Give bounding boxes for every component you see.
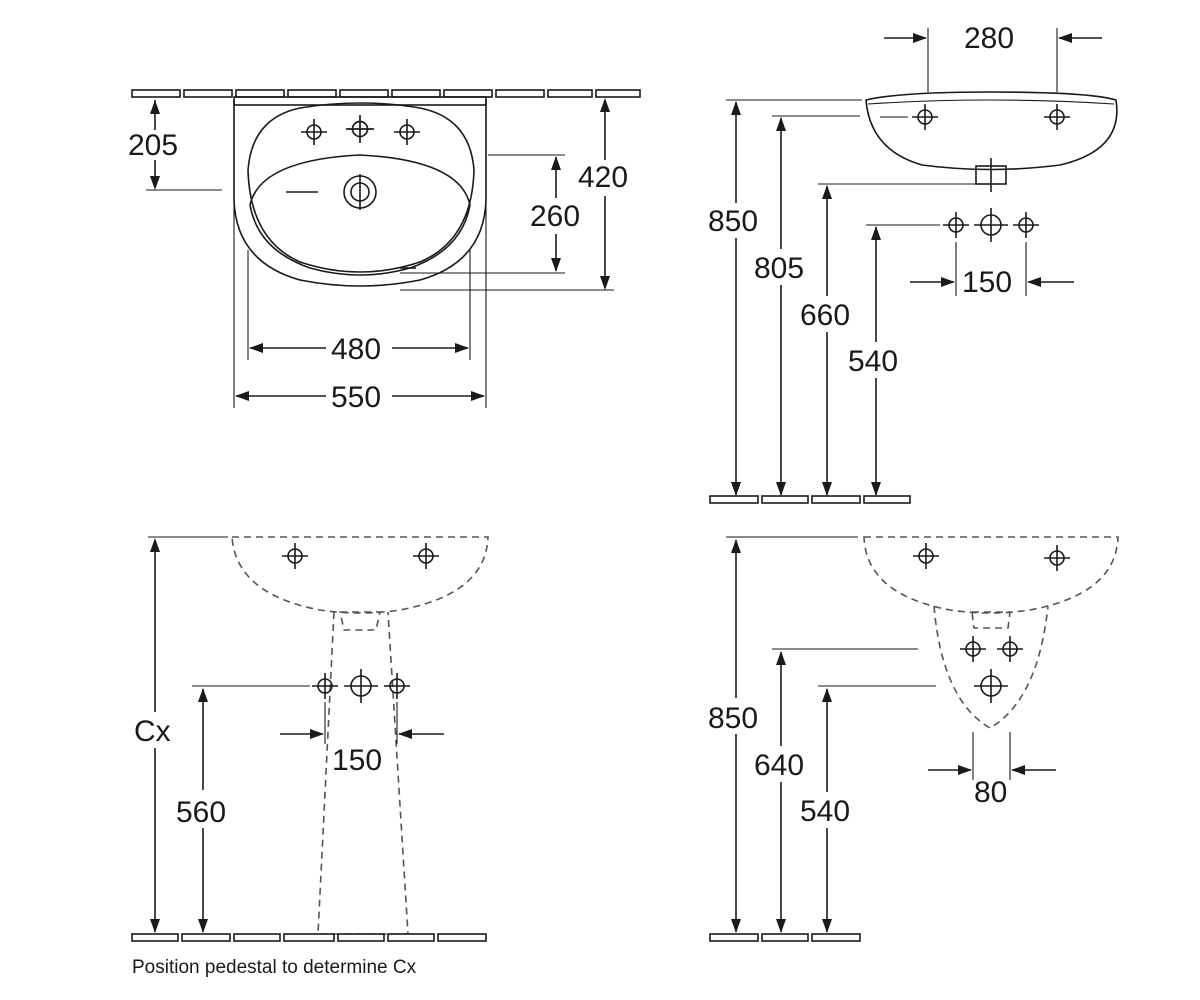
side-view: 280 150 850 805 660 bbox=[708, 22, 1118, 504]
tap-hole-icon bbox=[345, 114, 375, 144]
dim-supply-height: 540 bbox=[848, 345, 898, 378]
dim-rim-height: 850 bbox=[708, 205, 758, 238]
floor-strip-semi bbox=[709, 933, 861, 942]
tap-hole-icon bbox=[412, 542, 440, 570]
dim-tap-height: 805 bbox=[754, 252, 804, 285]
dim-depth-total: 420 bbox=[578, 161, 628, 194]
basin-front bbox=[865, 91, 1118, 171]
dim-cx: Cx bbox=[134, 715, 171, 748]
pedestal-view: 150 Cx 560 Position pedestal to determin… bbox=[131, 536, 489, 978]
floor-strip-pedestal bbox=[131, 933, 487, 942]
supply-valve-icon bbox=[383, 672, 411, 700]
floor-strip-side bbox=[709, 495, 911, 504]
dim-bowl-depth: 260 bbox=[530, 200, 580, 233]
dim-tap-spacing: 280 bbox=[964, 22, 1014, 55]
tap-hole-icon bbox=[1043, 544, 1071, 572]
tap-hole-icon bbox=[281, 542, 309, 570]
dim-width-inner: 480 bbox=[331, 333, 381, 366]
waste-outlet-icon bbox=[973, 668, 1009, 704]
tap-hole-icon bbox=[911, 103, 939, 131]
supply-valve-icon bbox=[311, 672, 339, 700]
semi-pedestal-view: 80 850 640 540 bbox=[708, 536, 1119, 942]
basin-bowl bbox=[249, 154, 471, 276]
dim-supply-spacing: 80 bbox=[974, 776, 1007, 809]
pedestal-dashed bbox=[317, 611, 409, 935]
supply-valve-icon bbox=[959, 635, 987, 663]
top-view: 205 420 260 480 550 bbox=[128, 89, 641, 414]
dim-rim-height: 850 bbox=[708, 702, 758, 735]
wall-strip-top bbox=[131, 89, 641, 98]
semi-pedestal-dashed bbox=[933, 605, 1049, 729]
basin-dashed bbox=[231, 536, 489, 614]
tap-hole-icon bbox=[393, 118, 421, 146]
basin-dashed bbox=[863, 536, 1119, 614]
dim-supply-spacing: 150 bbox=[962, 266, 1012, 299]
dim-width-outer: 550 bbox=[331, 381, 381, 414]
supply-valve-icon bbox=[973, 207, 1009, 243]
dim-tap-offset: 205 bbox=[128, 129, 178, 162]
dim-waste-height: 660 bbox=[800, 299, 850, 332]
tap-hole-icon bbox=[912, 542, 940, 570]
dim-supply-height: 540 bbox=[800, 795, 850, 828]
basin-outline bbox=[233, 100, 487, 287]
tap-hole-icon bbox=[1043, 103, 1071, 131]
supply-valve-icon bbox=[343, 668, 379, 704]
dim-supply-spacing: 150 bbox=[332, 744, 382, 777]
tap-hole-icon bbox=[300, 118, 328, 146]
dim-supply-height: 560 bbox=[176, 796, 226, 829]
pedestal-note: Position pedestal to determine Cx bbox=[132, 957, 417, 978]
supply-valve-icon bbox=[1012, 211, 1040, 239]
supply-valve-icon bbox=[996, 635, 1024, 663]
supply-valve-icon bbox=[942, 211, 970, 239]
dim-waste-height: 640 bbox=[754, 749, 804, 782]
basin-rim bbox=[247, 102, 475, 273]
